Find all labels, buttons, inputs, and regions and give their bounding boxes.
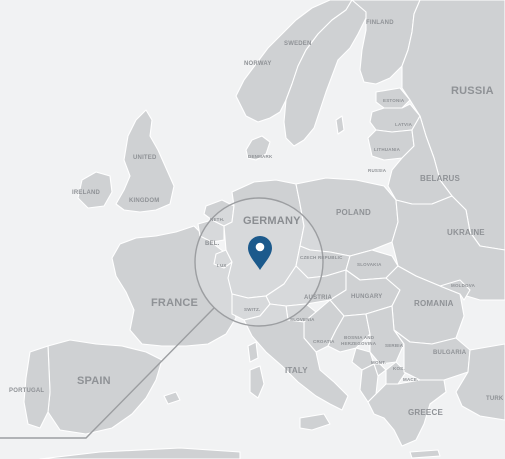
country-turkey[interactable] [455,343,505,421]
label-turkey: TURK [486,396,504,402]
country-moldova[interactable] [439,279,471,301]
label-bulgaria: BULGARIA [433,350,467,356]
country-portugal[interactable] [23,345,51,429]
label-macedonia: MACE. [403,377,419,382]
label-belgium: BEL. [205,241,220,247]
label-russia-kaliningrad: RUSSIA [368,168,387,173]
label-czech-republic: CZECH REPUBLIC [300,255,343,260]
label-moldova: MOLDOVA [451,283,476,288]
country-belarus[interactable] [387,115,453,205]
island-sicily[interactable] [299,413,331,431]
label-poland: POLAND [336,208,371,217]
label-belarus: BELARUS [420,174,461,183]
country-italy[interactable] [243,303,349,411]
country-sweden[interactable] [283,0,367,147]
country-ukraine[interactable] [391,195,505,301]
label-slovakia: SLOVAKIA [357,262,382,267]
label-romania: ROMANIA [414,299,454,308]
label-finland: FINLAND [366,20,394,26]
location-pin-icon[interactable] [248,236,272,270]
label-ukraine: UKRAINE [447,228,485,237]
label-estonia: ESTONIA [383,98,405,103]
label-uk-line2: KINGDOM [129,198,160,204]
island-corsica[interactable] [247,341,259,363]
label-uk-line1: UNITED [133,155,157,161]
label-luxembourg: LUX [217,263,227,268]
label-sweden: SWEDEN [284,41,312,47]
label-kosovo: KOS. [393,366,405,371]
country-uk[interactable] [115,109,175,213]
label-montenegro: MONT. [371,360,386,365]
label-lithuania: LITHUANIA [374,147,401,152]
label-denmark: DENMARK [248,154,273,159]
label-hungary: HUNGARY [351,294,383,300]
callout-leader-line [0,307,215,439]
country-macedonia[interactable] [385,361,407,385]
country-greece[interactable] [367,379,447,447]
island-crete[interactable] [409,449,441,459]
region-north-africa[interactable] [39,447,241,459]
label-italy: ITALY [285,366,308,375]
label-netherlands: NETH. [210,217,225,222]
country-luxembourg[interactable] [213,249,233,269]
island-sardinia[interactable] [249,365,265,399]
label-bosnia-line2: HERZEGOVINA [341,341,377,346]
label-spain: SPAIN [77,375,111,387]
island-balearic[interactable] [163,391,181,405]
label-ireland: IRELAND [72,190,101,196]
label-germany: GERMANY [243,215,301,227]
label-norway: NORWAY [244,61,272,67]
label-latvia: LATVIA [395,122,413,127]
island-gotland[interactable] [335,115,345,135]
label-austria: AUSTRIA [304,295,333,301]
label-greece: GREECE [408,408,443,417]
label-switzerland: SWITZ. [244,307,261,312]
label-serbia: SERBIA [385,343,404,348]
country-ireland[interactable] [77,171,113,209]
label-russia: RUSSIA [451,85,494,97]
label-bosnia-line1: BOSNIA AND [344,335,375,340]
label-croatia: CROATIA [313,339,335,344]
label-slovenia: SLOVENIA [290,317,315,322]
label-france: FRANCE [151,297,199,309]
country-spain[interactable] [47,339,163,435]
country-latvia[interactable] [369,103,421,133]
label-portugal: PORTUGAL [9,388,45,394]
country-denmark[interactable] [245,135,271,161]
